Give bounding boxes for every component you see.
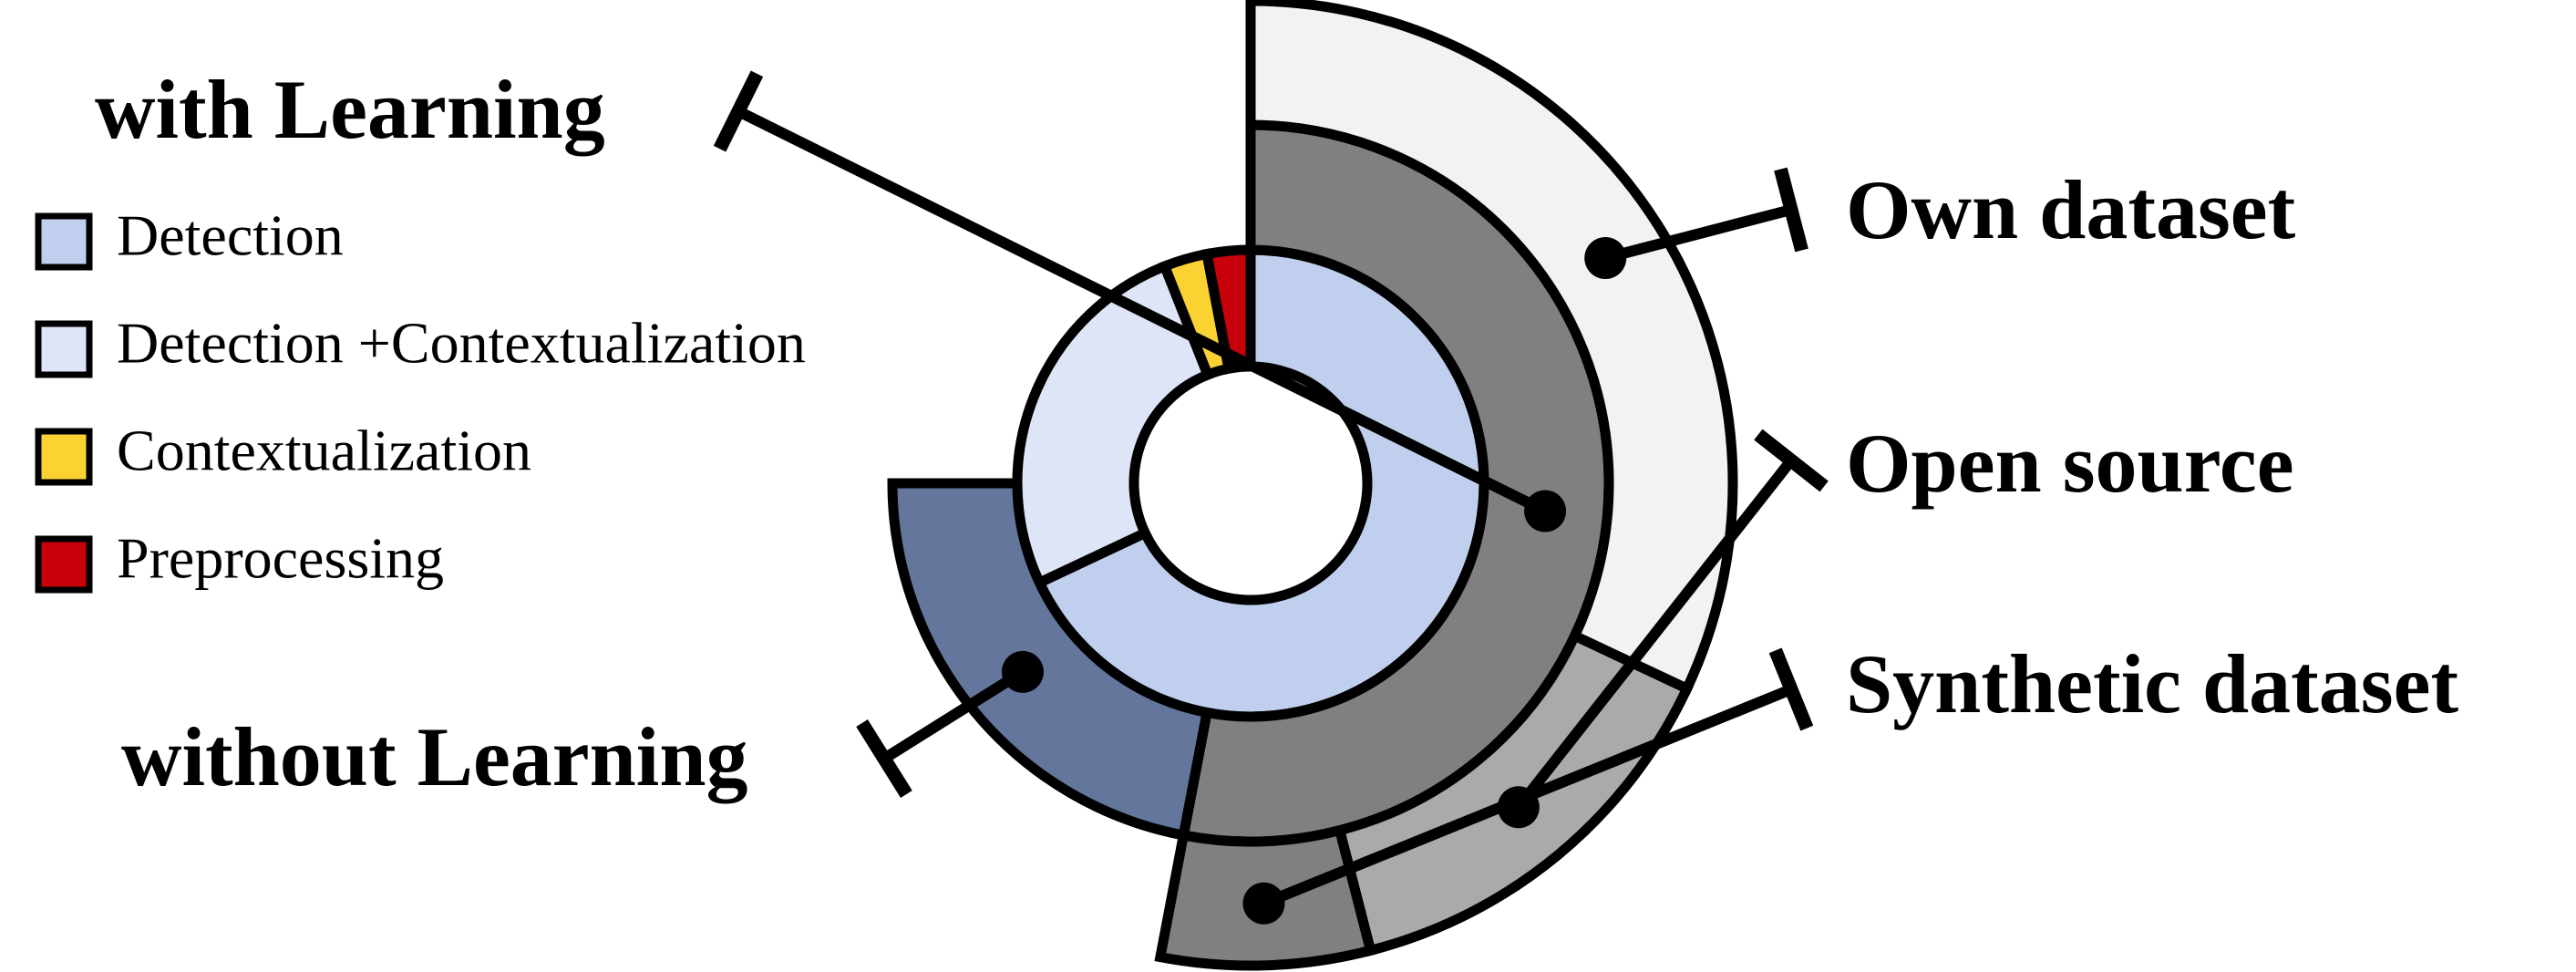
leader-line-with-learning bbox=[736, 106, 1548, 516]
legend-swatch-preprocessing bbox=[35, 535, 93, 594]
legend-swatch-contextualization bbox=[35, 428, 93, 486]
leader-dot-without-learning bbox=[1001, 650, 1044, 693]
callout-label-own-dataset: Own dataset bbox=[1846, 163, 2296, 256]
leader-end-bar-without-learning bbox=[856, 719, 912, 798]
legend-swatch-detection bbox=[35, 212, 93, 271]
outer-segment-own-dataset bbox=[1245, 0, 1738, 696]
leader-line-own-dataset bbox=[1603, 204, 1793, 264]
leader-end-bar-open-source bbox=[1754, 429, 1829, 492]
callout-label-with-learning: with Learning bbox=[95, 63, 605, 156]
leader-end-bar-own-dataset bbox=[1774, 167, 1808, 253]
leader-dot-own-dataset bbox=[1584, 236, 1627, 279]
leader-dot-with-learning bbox=[1524, 490, 1567, 533]
legend-label-detection-contextualization: Detection +Contextualization bbox=[117, 311, 806, 376]
legend-swatch-detection-contextualization bbox=[35, 320, 93, 378]
legend-label-detection: Detection bbox=[117, 203, 344, 268]
inner-segment-detection-contextualization bbox=[1012, 259, 1215, 590]
leader-end-bar-synthetic-dataset bbox=[1768, 647, 1814, 731]
leader-dot-synthetic-dataset bbox=[1242, 882, 1285, 925]
callout-group: with Learning without Learning Own dataset… bbox=[95, 63, 2458, 925]
callout-label-without-learning: without Learning bbox=[121, 710, 748, 803]
legend-label-preprocessing: Preprocessing bbox=[117, 526, 444, 591]
sunburst-rings bbox=[887, 0, 1738, 971]
callout-label-open-source: Open source bbox=[1846, 417, 2294, 510]
callout-label-synthetic-dataset: Synthetic dataset bbox=[1846, 637, 2458, 730]
leader-line-open-source bbox=[1514, 457, 1796, 811]
leader-line-without-learning bbox=[881, 667, 1026, 764]
middle-segment-without-learning bbox=[887, 478, 1213, 842]
legend-label-contextualization: Contextualization bbox=[117, 419, 531, 483]
leader-end-bar-with-learning bbox=[713, 70, 764, 152]
leader-line-synthetic-dataset bbox=[1262, 684, 1794, 909]
